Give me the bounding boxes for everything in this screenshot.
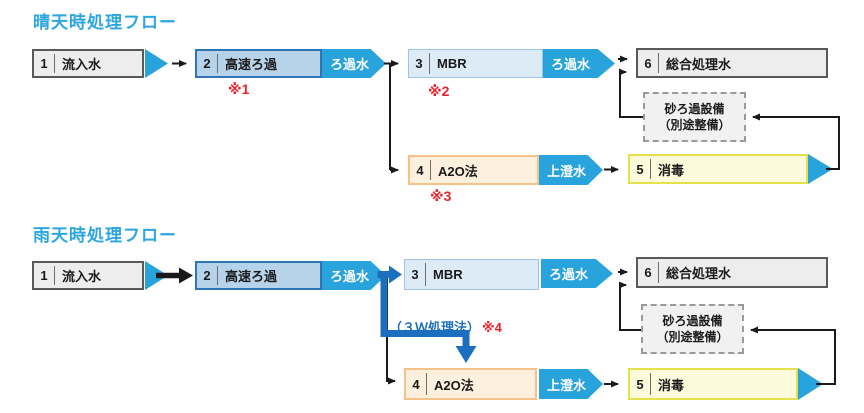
box-number: 6: [644, 55, 652, 71]
fair-box-disinfection: 5 消毒: [628, 154, 808, 184]
sand-filter-line2: （別途整備）: [658, 118, 731, 132]
fair-box-mbr: 3 MBR: [408, 49, 543, 78]
box-label: 総合処理水: [666, 266, 732, 281]
chevron-label: 上澄水: [547, 377, 587, 393]
w3-text: （３Ｗ処理法）: [389, 320, 481, 335]
box-number: 1: [40, 56, 48, 71]
rain-box-a2o: 4 A2O法: [404, 368, 537, 400]
rain-box-fast-filtration: 2 高速ろ過: [195, 261, 322, 290]
arrow-tip-icon: [808, 154, 833, 184]
box-number: 6: [644, 265, 652, 280]
box-divider: [658, 262, 659, 283]
rain-chevron-filtered-water-1: ろ過水: [322, 261, 386, 290]
box-number: 3: [415, 56, 423, 71]
box-divider: [658, 53, 659, 73]
box-label: MBR: [437, 56, 467, 71]
sand-filter-line1: 砂ろ過設備: [664, 101, 725, 116]
rain-bold-arrow-head: [179, 267, 193, 284]
box-label: 流入水: [62, 57, 102, 72]
box-label: 高速ろ過: [225, 57, 278, 72]
note-1: ※1: [228, 81, 250, 97]
fair-box-a2o: 4 A2O法: [408, 155, 539, 185]
chevron-label: 上澄水: [547, 163, 587, 179]
fair-box-fast-filtration: 2 高速ろ過: [195, 49, 322, 78]
box-divider: [54, 54, 55, 73]
box-number: 4: [412, 376, 420, 392]
chevron-label: ろ過水: [330, 269, 370, 284]
rain-flow-title: 雨天時処理フロー: [33, 226, 177, 245]
box-divider: [650, 159, 651, 179]
fair-sand-filter-box: 砂ろ過設備 （別途整備）: [643, 92, 746, 142]
fair-flow-title: 晴天時処理フロー: [33, 13, 177, 32]
note-2: ※2: [428, 83, 450, 99]
fair-chevron-filtered-water-2: ろ過水: [543, 49, 615, 78]
box-divider: [429, 53, 430, 74]
box-number: 1: [40, 268, 48, 283]
fair-chevron-filtered-water-1: ろ過水: [322, 49, 386, 78]
box-label: 流入水: [62, 269, 102, 284]
rain-box-disinfection: 5 消毒: [628, 368, 798, 400]
rain-box-total-treated-water: 6 総合処理水: [636, 257, 828, 288]
chevron-label: ろ過水: [330, 57, 370, 72]
box-divider: [426, 373, 427, 395]
sand-filter-line1: 砂ろ過設備: [662, 313, 723, 328]
box-divider: [425, 263, 426, 286]
rain-chevron-filtered-water-2: ろ過水: [541, 259, 613, 288]
note-4: ※4: [482, 320, 502, 335]
box-label: 総合処理水: [666, 56, 732, 72]
arrow-tip-icon: [798, 368, 823, 400]
box-divider: [217, 54, 218, 73]
box-number: 3: [411, 267, 419, 282]
arrow-tip-icon: [145, 49, 168, 78]
fair-chevron-supernatant: 上澄水: [539, 155, 603, 185]
box-divider: [650, 373, 651, 395]
box-number: 2: [203, 56, 211, 71]
box-divider: [430, 160, 431, 180]
box-label: A2O法: [438, 163, 478, 179]
arrow-tip-icon: [145, 261, 168, 290]
box-divider: [217, 266, 218, 285]
chevron-label: ろ過水: [551, 57, 591, 72]
w3-method-label: （３Ｗ処理法）※4: [389, 317, 502, 336]
box-label: 消毒: [658, 162, 685, 178]
box-number: 4: [416, 162, 424, 178]
box-number: 5: [636, 161, 644, 177]
rain-sand-filter-box: 砂ろ過設備 （別途整備）: [641, 304, 744, 354]
fair-box-inflow: 1 流入水: [32, 49, 144, 78]
box-number: 2: [203, 268, 211, 283]
box-label: MBR: [433, 267, 463, 282]
rain-loop-sandfilter-to-total: [619, 281, 641, 331]
box-label: 高速ろ過: [225, 269, 278, 284]
sand-filter-line2: （別途整備）: [656, 330, 729, 344]
fair-box-total-treated-water: 6 総合処理水: [636, 48, 828, 78]
note-3: ※3: [430, 188, 452, 204]
rain-chevron-supernatant: 上澄水: [539, 369, 603, 399]
rain-thick-blue-to-mbr-head: [389, 265, 402, 284]
box-number: 5: [636, 376, 644, 392]
box-label: 消毒: [658, 377, 685, 393]
rain-box-mbr: 3 MBR: [404, 259, 539, 290]
rain-box-inflow: 1 流入水: [32, 261, 144, 290]
box-label: A2O法: [434, 377, 474, 393]
chevron-label: ろ過水: [549, 267, 589, 282]
box-divider: [54, 266, 55, 285]
fair-loop-sandfilter-to-total: [619, 68, 643, 118]
rain-thick-blue-down-head: [455, 346, 477, 363]
